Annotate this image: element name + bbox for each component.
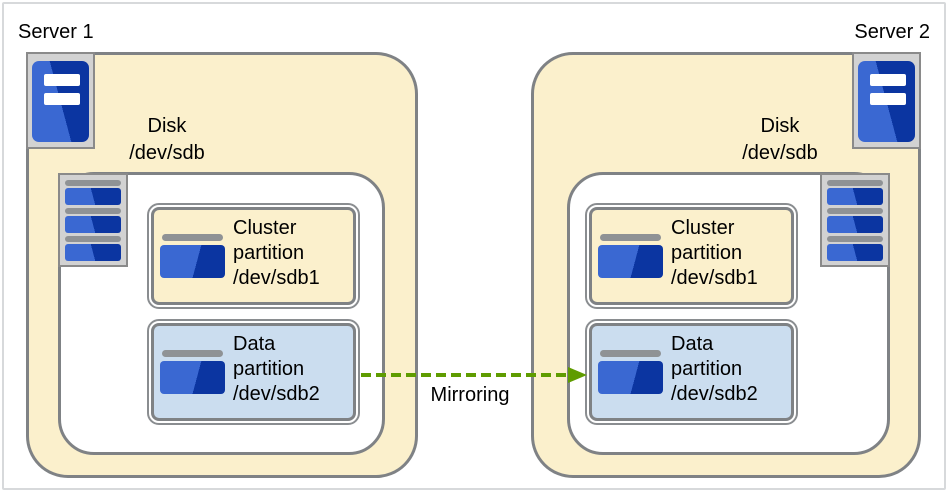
disk-stack-icon (58, 173, 128, 267)
partition-icon (598, 245, 663, 278)
partition-box-fill (151, 323, 356, 421)
data-partition-box: Data partition /dev/sdb2 (585, 319, 798, 425)
partition-label-line: /dev/sdb2 (233, 383, 320, 405)
partition-icon (162, 234, 223, 241)
disk-label-line2: /dev/sdb (742, 142, 818, 164)
tower-body (858, 61, 915, 142)
tower-slot (870, 74, 906, 86)
partition-label-line: partition (671, 358, 743, 380)
partition-label-line: /dev/sdb1 (671, 267, 758, 289)
disk-stack-icon (820, 173, 890, 267)
platter-divider (65, 236, 121, 242)
partition-icon (162, 350, 223, 357)
tower-slot (44, 93, 80, 105)
server-tower-icon (852, 52, 921, 149)
partition-icon (600, 350, 661, 357)
partition-label: Data partition /dev/sdb2 (671, 332, 758, 407)
partition-label-line: partition (233, 242, 305, 264)
disk-label-line1: Disk (760, 115, 800, 137)
platter-divider (65, 208, 121, 214)
cluster-partition-box: Cluster partition /dev/sdb1 (147, 203, 360, 309)
mirroring-label: Mirroring (430, 384, 510, 406)
partition-icon (160, 361, 225, 394)
partition-label-line: /dev/sdb1 (233, 267, 320, 289)
partition-label-line: partition (671, 242, 743, 264)
disk-label: Disk /dev/sdb (690, 113, 870, 167)
partition-icon (160, 245, 225, 278)
platter-divider (827, 208, 883, 214)
data-partition-box: Data partition /dev/sdb2 (147, 319, 360, 425)
partition-label-line: Cluster (671, 217, 735, 239)
tower-body (32, 61, 89, 142)
partition-icon (598, 361, 663, 394)
server2-label: Server 2 (854, 21, 930, 43)
platter-divider (827, 180, 883, 186)
partition-label-line: /dev/sdb2 (671, 383, 758, 405)
partition-box-fill (589, 207, 794, 305)
partition-icon (600, 234, 661, 241)
server1-label: Server 1 (18, 21, 94, 43)
partition-label: Cluster partition /dev/sdb1 (233, 216, 320, 291)
platter (827, 216, 883, 233)
cluster-partition-box: Cluster partition /dev/sdb1 (585, 203, 798, 309)
partition-label: Data partition /dev/sdb2 (233, 332, 320, 407)
partition-label: Cluster partition /dev/sdb1 (671, 216, 758, 291)
platter (827, 188, 883, 205)
partition-label-line: Data (233, 333, 276, 355)
server-tower-icon (26, 52, 95, 149)
partition-label-line: Cluster (233, 217, 297, 239)
platter (65, 188, 121, 205)
mirroring-arrow (361, 367, 587, 383)
tower-slot (870, 93, 906, 105)
disk-label: Disk /dev/sdb (77, 113, 257, 167)
partition-label-line: partition (233, 358, 305, 380)
disk-label-line1: Disk (147, 115, 187, 137)
disk-label-line2: /dev/sdb (129, 142, 205, 164)
platter (65, 216, 121, 233)
platter (65, 244, 121, 261)
platter-divider (827, 236, 883, 242)
partition-label-line: Data (671, 333, 714, 355)
arrowhead-icon (568, 367, 587, 383)
tower-slot (44, 74, 80, 86)
platter (827, 244, 883, 261)
platter-divider (65, 180, 121, 186)
